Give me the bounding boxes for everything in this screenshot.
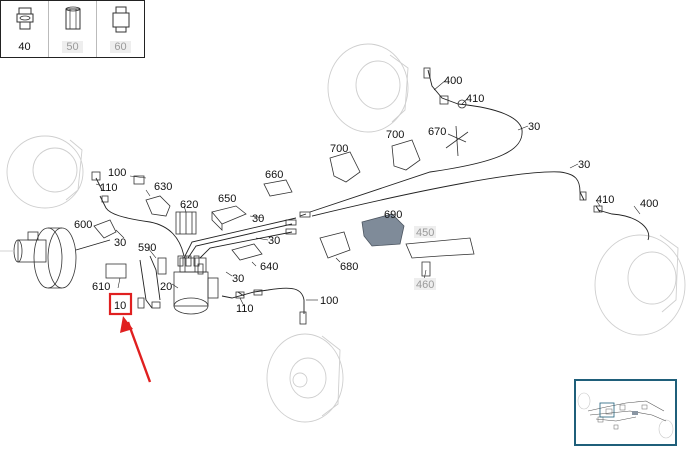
callout-700-left[interactable]: 700 [330, 143, 348, 155]
callout-610[interactable]: 610 [92, 281, 110, 293]
legend-label-40: 40 [18, 41, 31, 53]
highlight-box [108, 292, 133, 316]
legend-item-60[interactable]: 60 [97, 1, 144, 57]
fitting-icon [16, 7, 34, 30]
front-left-disc-ghost [6, 135, 84, 209]
callout-650[interactable]: 650 [218, 193, 236, 205]
overview-thumbnail-image [577, 392, 674, 439]
callout-460-bg [414, 278, 436, 290]
highlighted-callout: 10 [108, 292, 152, 383]
callout-30-abs[interactable]: 30 [232, 273, 244, 285]
callout-700-right[interactable]: 700 [386, 129, 404, 141]
callout-20[interactable]: 20 [160, 281, 172, 293]
legend-item-50[interactable]: 50 [49, 1, 97, 57]
callout-620[interactable]: 620 [180, 199, 198, 211]
callout-410-front[interactable]: 410 [466, 93, 484, 105]
callout-460[interactable]: 460 [416, 279, 434, 291]
rear-left-disc-ghost [266, 333, 344, 423]
callout-110-front[interactable]: 110 [100, 182, 118, 194]
callout-450-bg [414, 226, 436, 238]
callout-630[interactable]: 630 [154, 181, 172, 193]
callout-30-top[interactable]: 30 [528, 121, 540, 133]
parts-legend: 40 50 60 [0, 0, 145, 58]
callout-400-rear[interactable]: 400 [640, 198, 658, 210]
callout-labels: 400 410 30 700 700 670 660 100 110 630 6… [74, 75, 658, 315]
abs-unit [173, 257, 219, 315]
callout-410-rear[interactable]: 410 [596, 194, 614, 206]
callout-100-rear[interactable]: 100 [320, 295, 338, 307]
callout-30-lower[interactable]: 30 [268, 235, 280, 247]
callout-100-front[interactable]: 100 [108, 167, 126, 179]
callout-690[interactable]: 690 [384, 209, 402, 221]
callout-670[interactable]: 670 [428, 126, 446, 138]
callout-30-right[interactable]: 30 [578, 159, 590, 171]
brake-lines [95, 69, 650, 314]
sleeve-icon [112, 6, 130, 33]
callout-400-front[interactable]: 400 [444, 75, 462, 87]
fittings [91, 67, 603, 325]
overview-thumbnail[interactable] [574, 379, 677, 446]
brake-booster [0, 227, 111, 289]
callout-660[interactable]: 660 [265, 169, 283, 181]
callout-680[interactable]: 680 [340, 261, 358, 273]
rear-right-disc-ghost [594, 234, 686, 336]
legend-label-60: 60 [110, 41, 131, 53]
callout-10[interactable]: 10 [114, 300, 126, 312]
legend-label-50: 50 [62, 41, 83, 53]
callout-600[interactable]: 600 [74, 219, 92, 231]
callout-30-mid[interactable]: 30 [252, 213, 264, 225]
brackets [93, 125, 475, 279]
highlight-arrow-head [120, 316, 133, 333]
callout-640[interactable]: 640 [260, 261, 278, 273]
callout-590[interactable]: 590 [138, 242, 156, 254]
nut-icon [65, 6, 81, 30]
front-right-disc-ghost [327, 43, 409, 133]
callout-450[interactable]: 450 [416, 227, 434, 239]
callout-110-rear[interactable]: 110 [236, 303, 254, 315]
highlight-arrow-shaft [126, 321, 152, 383]
callout-30-left[interactable]: 30 [114, 237, 126, 249]
legend-item-40[interactable]: 40 [1, 1, 49, 57]
